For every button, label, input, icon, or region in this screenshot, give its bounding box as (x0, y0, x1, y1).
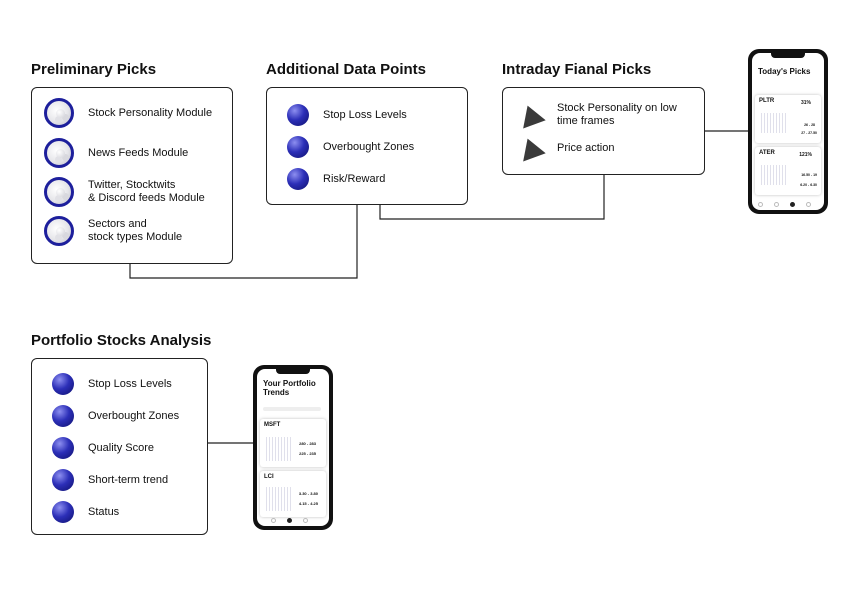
range-1: 26 - 28 (804, 123, 815, 127)
item-label: Sectors and stock types Module (88, 218, 183, 243)
phone-notch (771, 53, 805, 58)
stock-percent: 121% (799, 152, 812, 158)
item-label: Short-term trend (88, 473, 169, 486)
range-1: 280 - 283 (299, 441, 316, 446)
check-icon[interactable] (790, 202, 795, 207)
phone-screen: Today's Picks PLTR 31% 26 - 28 27 - 27.5… (752, 53, 824, 210)
item-label: Stock Personality Module (88, 106, 213, 119)
list-item: Overbought Zones (287, 136, 414, 158)
list-item: News Feeds Module (44, 138, 188, 168)
sphere-icon (52, 405, 74, 427)
star-icon[interactable] (758, 202, 763, 207)
module-ball-icon (44, 177, 74, 207)
portfolio-analysis-heading: Portfolio Stocks Analysis (31, 332, 212, 349)
profile-icon[interactable] (806, 202, 811, 207)
range-2: 4.15 - 4.25 (298, 501, 318, 506)
range-2: 225 - 235 (299, 451, 316, 456)
list-item: Risk/Reward (287, 168, 385, 190)
preliminary-picks-box: Stock Personality Module News Feeds Modu… (31, 87, 233, 264)
sphere-icon (52, 501, 74, 523)
module-ball-icon (44, 216, 74, 246)
stock-card[interactable]: MSFT 280 - 283 225 - 235 (260, 419, 326, 467)
item-label: Twitter, Stocktwits & Discord feeds Modu… (88, 179, 205, 204)
calendar-icon[interactable] (271, 518, 276, 523)
intraday-picks-heading: Intraday Fianal Picks (502, 61, 652, 78)
phone-screen: Your Portfolio Trends MSFT 280 - 283 225… (257, 369, 329, 526)
list-item: Price action (516, 134, 615, 162)
item-label: Stop Loss Levels (323, 108, 407, 121)
range-1: 16.50 - 19 (801, 173, 817, 177)
sphere-icon (287, 168, 309, 190)
preliminary-picks-heading: Preliminary Picks (31, 61, 157, 78)
profile-icon[interactable] (303, 518, 308, 523)
item-label: Overbought Zones (323, 140, 415, 153)
todays-picks-phone: Today's Picks PLTR 31% 26 - 28 27 - 27.5… (748, 49, 828, 214)
calendar-icon[interactable] (774, 202, 779, 207)
phone-title: Your Portfolio Trends (263, 379, 316, 397)
sphere-icon (287, 136, 309, 158)
item-label: Risk/Reward (323, 172, 386, 185)
item-label: Overbought Zones (88, 409, 180, 422)
list-item: Status (52, 501, 119, 523)
pyramid-icon (516, 101, 546, 129)
sphere-icon (287, 104, 309, 126)
filter-bar[interactable] (263, 407, 321, 411)
pyramid-icon (516, 134, 546, 162)
check-icon[interactable] (287, 518, 292, 523)
portfolio-trends-phone: Your Portfolio Trends MSFT 280 - 283 225… (253, 365, 333, 530)
item-label: News Feeds Module (88, 146, 189, 159)
list-item: Stock Personality Module (44, 98, 212, 128)
stock-ticker: PLTR (759, 98, 775, 104)
list-item: Sectors and stock types Module (44, 216, 182, 246)
phone-title: Today's Picks (758, 67, 811, 76)
phone-notch (276, 369, 310, 374)
list-item: Twitter, Stocktwits & Discord feeds Modu… (44, 177, 205, 207)
range-2: 27 - 27.50 (801, 131, 817, 135)
mini-chart (266, 437, 292, 461)
list-item: Stock Personality on low time frames (516, 101, 677, 129)
range-1: 3.30 - 3.80 (298, 491, 318, 496)
stock-ticker: LCI (264, 474, 274, 480)
list-item: Overbought Zones (52, 405, 179, 427)
stock-card[interactable]: ATER 121% 16.50 - 19 6.20 - 6.30 (755, 147, 821, 195)
item-label: Quality Score (88, 441, 155, 454)
range-2: 6.20 - 6.30 (800, 183, 817, 187)
additional-data-box: Stop Loss Levels Overbought Zones Risk/R… (266, 87, 468, 205)
module-ball-icon (44, 98, 74, 128)
item-label: Stop Loss Levels (88, 377, 172, 390)
stock-card[interactable]: PLTR 31% 26 - 28 27 - 27.50 (755, 95, 821, 143)
mini-chart (266, 487, 292, 511)
list-item: Stop Loss Levels (287, 104, 407, 126)
stock-ticker: MSFT (264, 422, 281, 428)
sphere-icon (52, 469, 74, 491)
stock-ticker: ATER (759, 150, 775, 156)
sphere-icon (52, 373, 74, 395)
item-label: Status (88, 505, 120, 518)
sphere-icon (52, 437, 74, 459)
list-item: Quality Score (52, 437, 154, 459)
mini-chart (761, 165, 787, 185)
intraday-picks-box: Stock Personality on low time frames Pri… (502, 87, 705, 175)
list-item: Short-term trend (52, 469, 168, 491)
portfolio-analysis-box: Stop Loss Levels Overbought Zones Qualit… (31, 358, 208, 535)
mini-chart (761, 113, 787, 133)
item-label: Price action (557, 141, 615, 154)
list-item: Stop Loss Levels (52, 373, 172, 395)
stock-card[interactable]: LCI 3.30 - 3.80 4.15 - 4.25 (260, 471, 326, 517)
item-label: Stock Personality on low time frames (557, 102, 677, 127)
module-ball-icon (44, 138, 74, 168)
additional-data-heading: Additional Data Points (266, 61, 427, 78)
stock-percent: 31% (800, 100, 811, 106)
